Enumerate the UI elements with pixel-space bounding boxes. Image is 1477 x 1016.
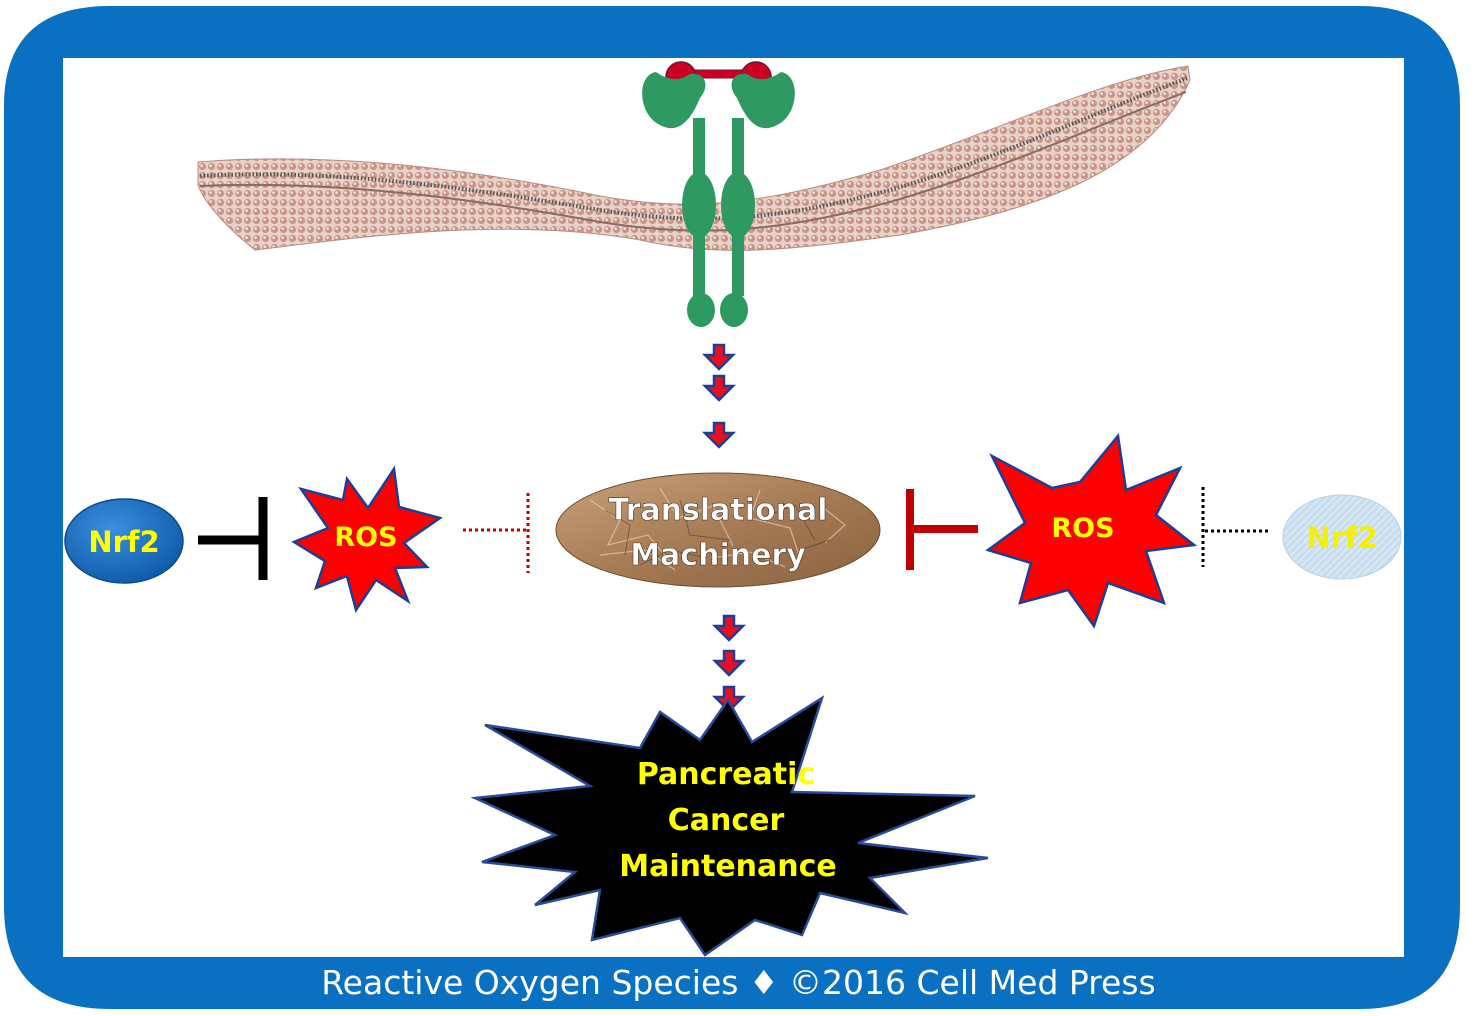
ros-left-label: ROS [334, 522, 397, 553]
cancer-label-line2: Cancer [668, 803, 785, 838]
ros-right-node: ROS [985, 433, 1198, 629]
ros-right-label: ROS [1051, 513, 1114, 544]
translational-machinery-node: Translational Machinery [555, 472, 881, 588]
nrf2-left-node: Nrf2 [64, 498, 184, 584]
arrow-down-2 [701, 374, 737, 402]
translational-label-line1: Translational [608, 493, 827, 528]
cancer-label-line3: Maintenance [619, 849, 837, 884]
inhibition-ros-right-to-translation [906, 489, 978, 570]
arrow-down-4 [711, 614, 747, 642]
cancer-label-line1: Pancreatic [637, 757, 815, 792]
arrow-down-1 [701, 343, 737, 371]
receptor-dimer [642, 72, 795, 327]
arrow-down-6 [711, 685, 747, 713]
activation-arrows-top [701, 343, 737, 449]
inhibition-ros-left-to-translation [463, 493, 530, 573]
nrf2-right-label: Nrf2 [1306, 521, 1377, 555]
nrf2-right-node: Nrf2 [1282, 494, 1402, 580]
translational-label-line2: Machinery [630, 538, 806, 573]
inhibition-nrf2-to-ros-left [198, 497, 268, 580]
pancreatic-cancer-maintenance-node: Pancreatic Cancer Maintenance [470, 695, 989, 957]
arrow-down-5 [711, 649, 747, 677]
inhibition-nrf2-right-to-ros-right [1201, 487, 1270, 567]
copyright-footer: Reactive Oxygen Species ♦ ©2016 Cell Med… [321, 963, 1156, 1002]
arrow-down-3 [701, 421, 737, 449]
nrf2-left-label: Nrf2 [88, 525, 159, 559]
cell-membrane [197, 65, 1191, 251]
ros-left-node: ROS [291, 465, 443, 614]
activation-arrows-bottom [711, 614, 747, 713]
